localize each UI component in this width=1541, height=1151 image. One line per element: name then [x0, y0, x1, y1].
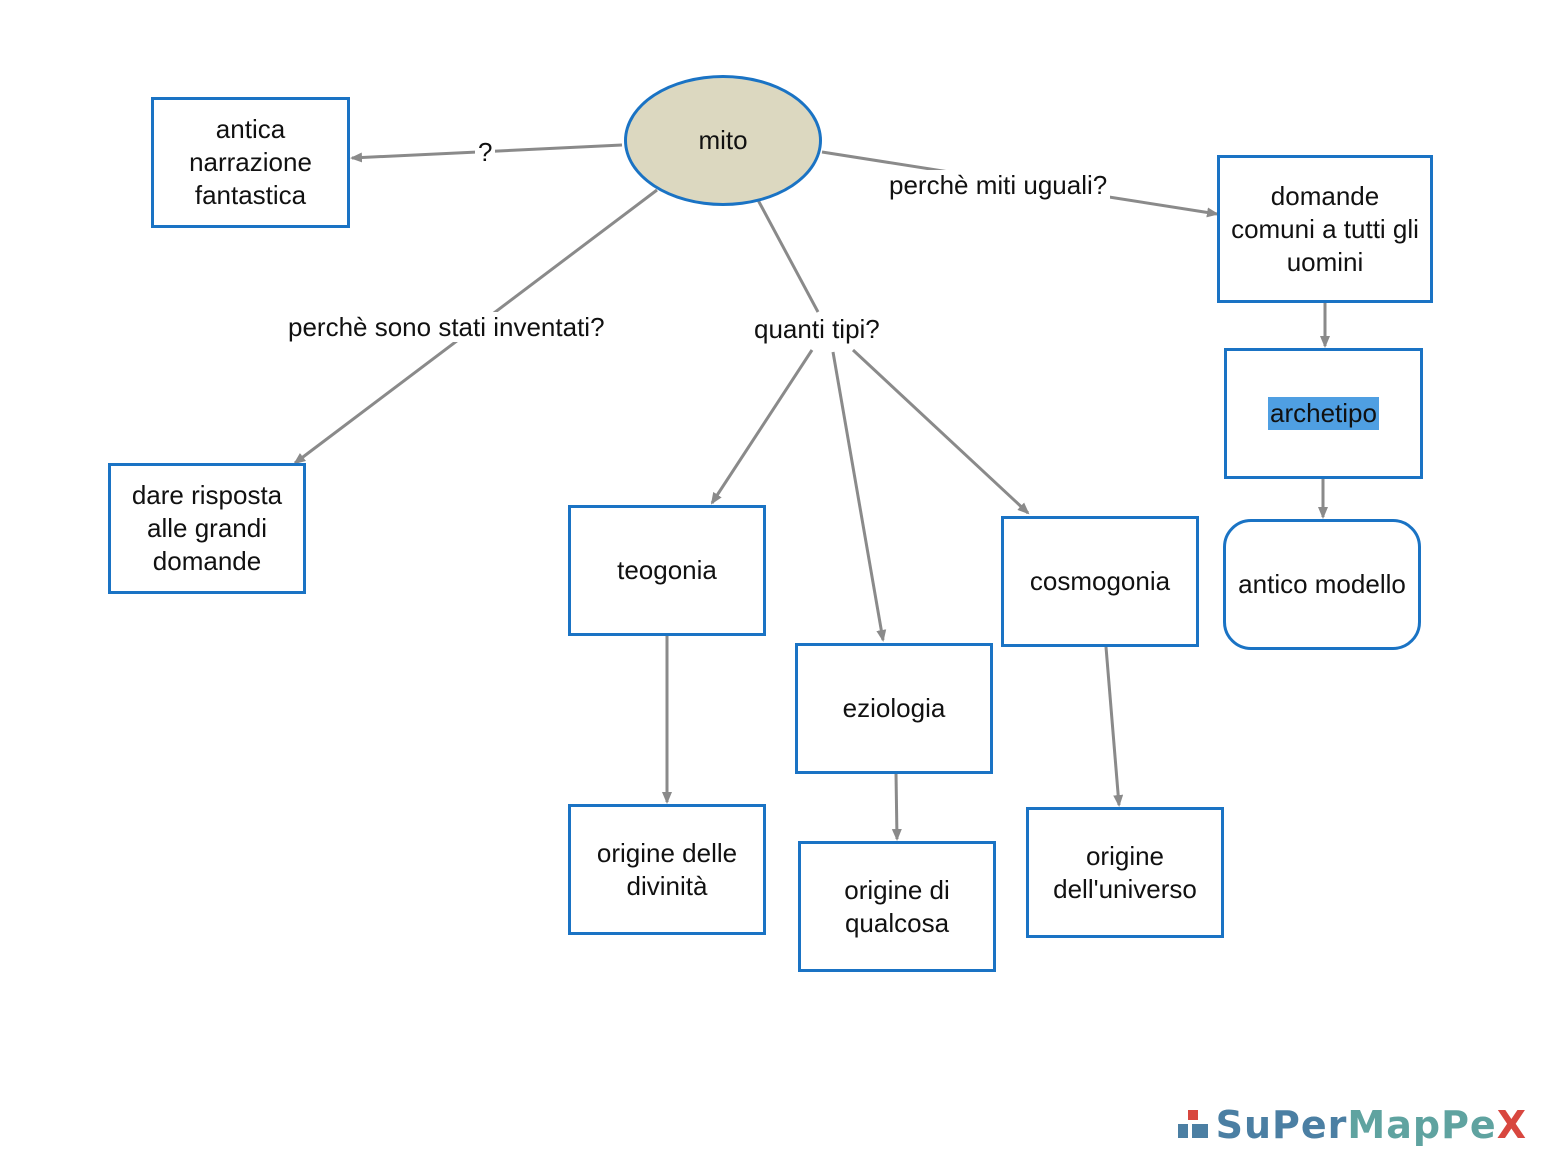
node-eziologia[interactable]: eziologia	[795, 643, 993, 774]
node-cosmogonia[interactable]: cosmogonia	[1001, 516, 1199, 647]
logo-blocks-icon	[1177, 1110, 1208, 1140]
edge-quanti-teogonia	[710, 349, 814, 505]
edge-eziologia-qualcosa	[891, 772, 902, 841]
supermappex-logo: SuPerMapPeX	[1177, 1103, 1527, 1147]
node-dare-risposta[interactable]: dare risposta alle grandi domande	[108, 463, 306, 594]
edge-quanti-eziologia	[831, 351, 887, 642]
node-antico-modello[interactable]: antico modello	[1223, 519, 1421, 650]
node-dare-risposta-text: dare risposta alle grandi domande	[131, 480, 283, 576]
logo-text: SuPerMapPeX	[1215, 1103, 1527, 1147]
edge-quanti-cosmogonia	[851, 348, 1030, 515]
link-label-question: ?	[475, 137, 496, 167]
node-origine-universo-text: origine dell'universo	[1053, 840, 1197, 904]
edge-cosmogonia-universo	[1104, 646, 1124, 807]
link-label-quanti-tipi: quanti tipi?	[751, 314, 883, 344]
node-archetipo[interactable]: archetipo	[1224, 348, 1423, 479]
node-mito[interactable]: mito	[624, 75, 822, 206]
node-origine-qualcosa-text: origine di qualcosa	[844, 874, 950, 938]
node-domande-comuni-text: domande comuni a tutti gli uomini	[1231, 180, 1419, 277]
edge-mito-quanti	[756, 199, 820, 313]
node-origine-divinita-text: origine delle divinità	[596, 837, 738, 901]
node-antica-narrazione-text: antica narrazione fantastica	[189, 114, 312, 210]
node-antico-modello-text: antico modello	[1238, 569, 1406, 599]
node-origine-universo[interactable]: origine dell'universo	[1026, 807, 1224, 938]
node-mito-text: mito	[698, 125, 748, 155]
node-eziologia-text: eziologia	[842, 693, 946, 723]
node-origine-divinita[interactable]: origine delle divinità	[568, 804, 766, 935]
node-antica-narrazione[interactable]: antica narrazione fantastica	[151, 97, 350, 228]
link-label-perche-inventati: perchè sono stati inventati?	[285, 312, 608, 342]
node-teogonia[interactable]: teogonia	[568, 505, 766, 636]
node-cosmogonia-text: cosmogonia	[1029, 566, 1171, 596]
node-domande-comuni[interactable]: domande comuni a tutti gli uomini	[1217, 155, 1433, 303]
node-teogonia-text: teogonia	[617, 555, 717, 585]
node-origine-qualcosa[interactable]: origine di qualcosa	[798, 841, 996, 972]
node-archetipo-text: archetipo	[1268, 397, 1379, 430]
link-label-perche-uguali: perchè miti uguali?	[886, 170, 1111, 200]
